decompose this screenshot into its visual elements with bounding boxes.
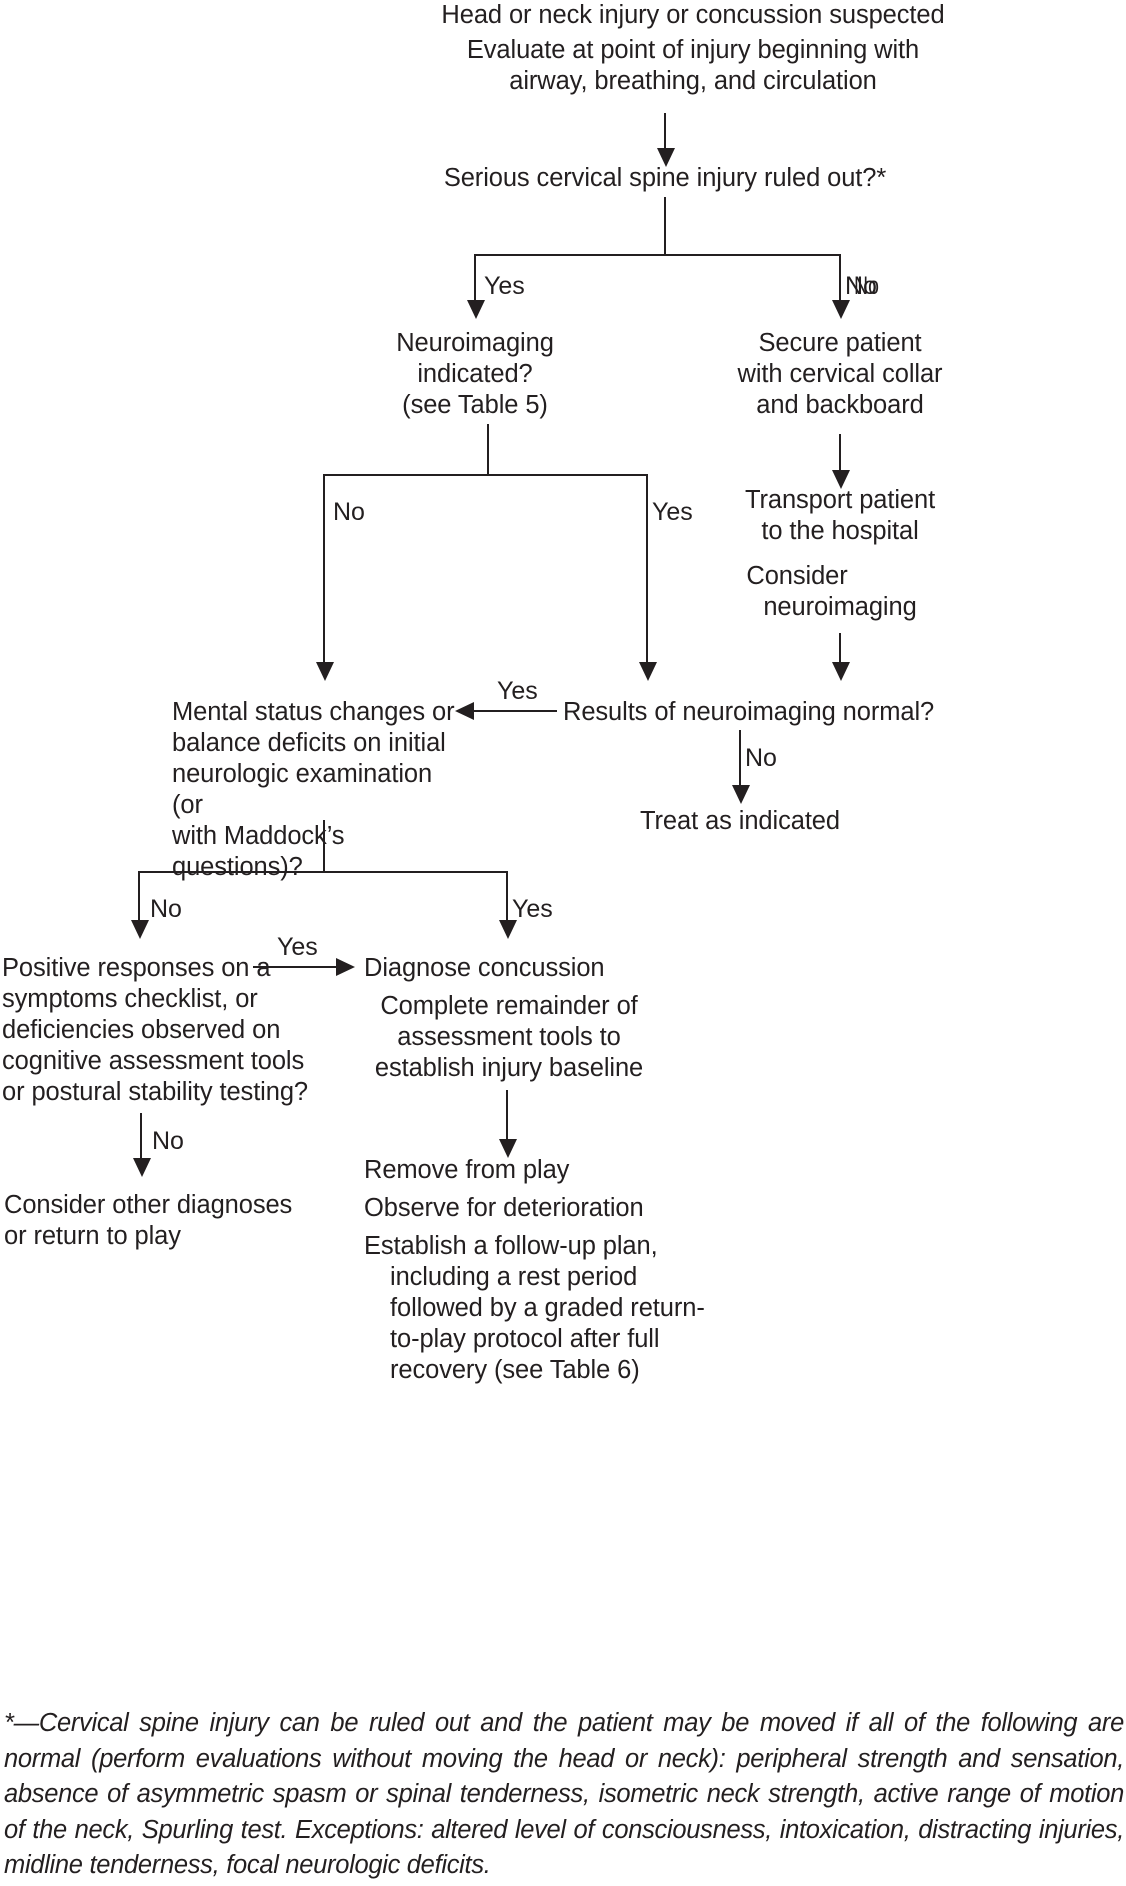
arrowhead-secure-to-transport (832, 470, 850, 489)
edge-mental-yes (506, 871, 508, 927)
edge-label-neuroimaging-no: No (333, 498, 365, 526)
edge-cspine-stem (664, 197, 666, 255)
node-positive-responses-question: Positive responses on a symptoms checkli… (2, 954, 308, 1106)
edge-positive-no (140, 1113, 142, 1165)
edge-label-cspine-no-print-2: No (854, 272, 879, 300)
edge-neuroimaging-yes (646, 474, 648, 670)
footnote-cervical-spine: *—Cervical spine injury can be ruled out… (4, 1709, 1124, 1879)
node-followup-line2: including a rest period (390, 1263, 638, 1291)
node-transport: Transport patient to the hospital (744, 486, 936, 545)
edge-label-results-yes: Yes (497, 677, 538, 705)
node-followup-line4: to-play protocol after full (390, 1325, 660, 1353)
node-remove-from-play: Remove from play (364, 1156, 570, 1184)
edge-secure-to-transport (839, 434, 841, 478)
arrowhead-neuroimaging-yes (639, 662, 657, 681)
edge-label-mental-yes: Yes (512, 895, 553, 923)
arrowhead-positive-yes (336, 958, 355, 976)
edge-mental-no (138, 871, 140, 927)
node-consider-neuroimaging-line1: Consider (746, 562, 848, 590)
arrowhead-mental-yes (499, 920, 517, 939)
node-start-action: Evaluate at point of injury beginning wi… (466, 36, 920, 95)
edge-start-to-cspine (664, 113, 666, 157)
edge-label-cspine-no: No No (845, 272, 879, 300)
node-followup-line5: recovery (see Table 6) (390, 1356, 640, 1384)
arrowhead-results-yes (455, 702, 474, 720)
edge-consider-to-results (839, 633, 841, 671)
edge-mental-stem (323, 820, 325, 872)
node-secure-patient: Secure patient with cervical collar and … (737, 329, 943, 419)
node-consider-neuroimaging-line2: neuroimaging (763, 593, 917, 621)
edge-label-neuroimaging-yes: Yes (652, 498, 693, 526)
node-neuroimaging-question: Neuroimaging indicated? (see Table 5) (396, 329, 554, 419)
arrowhead-cspine-no (832, 300, 850, 319)
node-followup-line1: Establish a follow-up plan, (364, 1232, 658, 1260)
edge-results-yes (474, 710, 557, 712)
edge-neuroimaging-no (323, 474, 325, 670)
node-treat-as-indicated: Treat as indicated (640, 807, 840, 835)
node-complete-remainder-line2: assessment tools to (397, 1023, 621, 1051)
edge-results-no (739, 730, 741, 792)
arrowhead-cspine-yes (467, 300, 485, 319)
edge-label-cspine-no-print-1: No (845, 272, 877, 300)
arrowhead-complete-to-remove (499, 1139, 517, 1158)
edge-label-cspine-yes: Yes (484, 272, 525, 300)
edge-complete-to-remove (506, 1090, 508, 1146)
edge-neuroimaging-bus (323, 474, 647, 476)
node-cspine-question: Serious cervical spine injury ruled out?… (443, 164, 887, 192)
edge-cspine-bus (474, 254, 841, 256)
edge-cspine-no (839, 254, 841, 308)
arrowhead-mental-no (131, 920, 149, 939)
edge-label-results-no: No (745, 744, 777, 772)
node-followup-line3: followed by a graded return- (390, 1294, 705, 1322)
arrowhead-results-no (732, 785, 750, 804)
edge-positive-yes (253, 966, 337, 968)
edge-label-mental-no: No (150, 895, 182, 923)
edge-mental-bus (138, 871, 507, 873)
node-consider-other: Consider other diagnoses or return to pl… (4, 1191, 293, 1250)
arrowhead-start-to-cspine (657, 148, 675, 167)
edge-label-positive-no: No (152, 1127, 184, 1155)
node-neuroimaging-results: Results of neuroimaging normal? (563, 698, 935, 726)
edge-cspine-yes (474, 254, 476, 308)
node-complete-remainder-line1: Complete remainder of (380, 992, 638, 1020)
node-start-title: Head or neck injury or concussion suspec… (441, 1, 945, 29)
edge-label-positive-yes: Yes (277, 933, 318, 961)
arrowhead-positive-no (133, 1158, 151, 1177)
node-complete-remainder-line3: establish injury baseline (374, 1054, 644, 1082)
edge-neuroimaging-stem (487, 424, 489, 475)
node-diagnose-concussion: Diagnose concussion (364, 954, 605, 982)
arrowhead-neuroimaging-no (316, 662, 334, 681)
node-observe-deterioration: Observe for deterioration (364, 1194, 644, 1222)
node-mental-status-question: Mental status changes or balance deficit… (172, 698, 455, 881)
arrowhead-consider-to-results (832, 662, 850, 681)
